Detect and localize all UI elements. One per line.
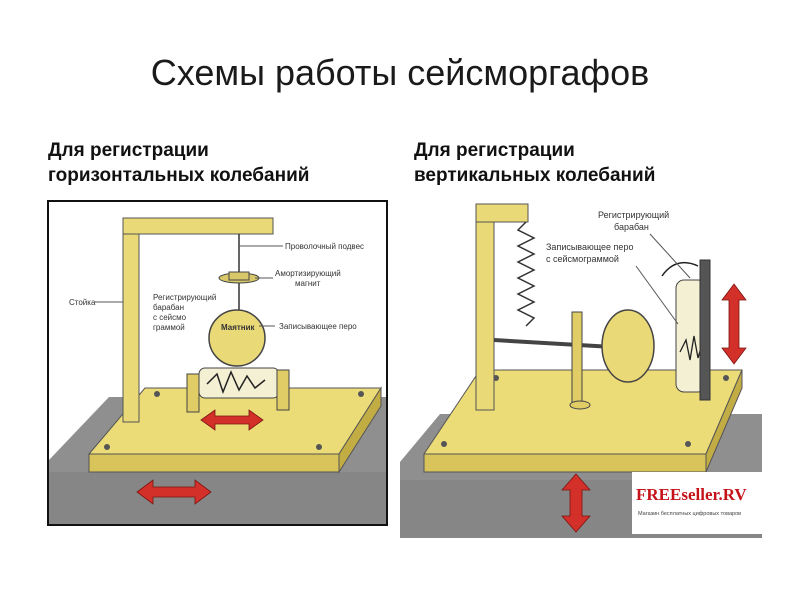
stand-post xyxy=(475,209,495,411)
base-front xyxy=(423,453,707,473)
label-pen-1: Записывающее перо xyxy=(546,242,633,252)
oscillation-arrow-ground xyxy=(561,473,591,533)
label-drum-4: граммой xyxy=(153,323,185,332)
caption-vertical-line1: Для регистрации xyxy=(414,140,575,161)
stand-post xyxy=(122,221,140,423)
ground-texture xyxy=(49,472,386,524)
label-stand: Стойка xyxy=(69,298,96,307)
label-drum-1: Регистрирующий xyxy=(598,210,669,220)
damper-magnet-body xyxy=(228,271,250,281)
screw xyxy=(723,375,729,381)
oscillation-arrow-base xyxy=(200,409,264,431)
caption-vertical: Для регистрации вертикальных колебаний xyxy=(414,138,655,188)
screw xyxy=(685,441,691,447)
label-drum-3: с сейсмо xyxy=(153,313,187,322)
recording-drum xyxy=(198,367,280,399)
pendulum-weight xyxy=(601,309,655,383)
base-side xyxy=(338,386,382,474)
label-damper-1: Амортизирующий xyxy=(275,269,341,278)
oscillation-arrow-right xyxy=(721,283,747,365)
logo-main-text: FREEseller.RV xyxy=(636,485,747,504)
leader-line xyxy=(635,265,679,325)
page-title: Схемы работы сейсморгафов xyxy=(150,52,650,93)
seismogram-trace xyxy=(679,335,703,361)
screw xyxy=(316,444,322,450)
caption-horizontal: Для регистрации горизонтальных колебаний xyxy=(48,138,309,188)
pivot-base xyxy=(569,400,591,410)
pendulum xyxy=(208,309,266,367)
label-damper-2: магнит xyxy=(295,279,321,288)
freeseller-logo: FREEseller.RV Магазин бесплатных цифровы… xyxy=(632,472,762,534)
caption-vertical-line2: вертикальных колебаний xyxy=(414,165,656,186)
seismogram-trace xyxy=(206,370,266,395)
drum-rotation-arrow xyxy=(661,261,699,277)
caption-horizontal-line1: Для регистрации xyxy=(48,140,209,161)
label-pen: Записывающее перо xyxy=(279,322,357,331)
base-front xyxy=(88,453,340,473)
base-side xyxy=(705,369,743,473)
label-wire: Проволочный подвес xyxy=(285,242,364,251)
pivot-support xyxy=(571,311,583,403)
vertical-seismograph-svg: Регистрирующий барабан Записывающее перо… xyxy=(400,203,762,538)
screw xyxy=(154,391,160,397)
screw xyxy=(104,444,110,450)
label-pen-2: с сейсмограммой xyxy=(546,254,619,264)
label-drum-2: барабан xyxy=(153,303,184,312)
horizontal-seismograph-svg: Проволочный подвес Амортизирующий магнит… xyxy=(49,217,386,524)
label-drum-2: барабан xyxy=(614,222,649,232)
drum-frame xyxy=(699,259,711,401)
screw xyxy=(441,441,447,447)
drum-support xyxy=(186,373,200,413)
vertical-seismograph-diagram: Регистрирующий барабан Записывающее перо… xyxy=(400,200,762,538)
stand-arm xyxy=(475,203,529,223)
horizontal-seismograph-diagram: Проволочный подвес Амортизирующий магнит… xyxy=(47,200,388,526)
stand-arm xyxy=(122,217,274,235)
label-pendulum: Маятник xyxy=(221,323,256,332)
drum-support xyxy=(276,369,290,411)
spring xyxy=(516,221,536,327)
oscillation-arrow-ground xyxy=(136,479,212,505)
label-drum-1: Регистрирующий xyxy=(153,293,216,302)
logo-sub-text: Магазин бесплатных цифровых товаров xyxy=(638,511,741,517)
caption-horizontal-line2: горизонтальных колебаний xyxy=(48,165,310,186)
screw xyxy=(358,391,364,397)
leader-line xyxy=(649,233,691,279)
